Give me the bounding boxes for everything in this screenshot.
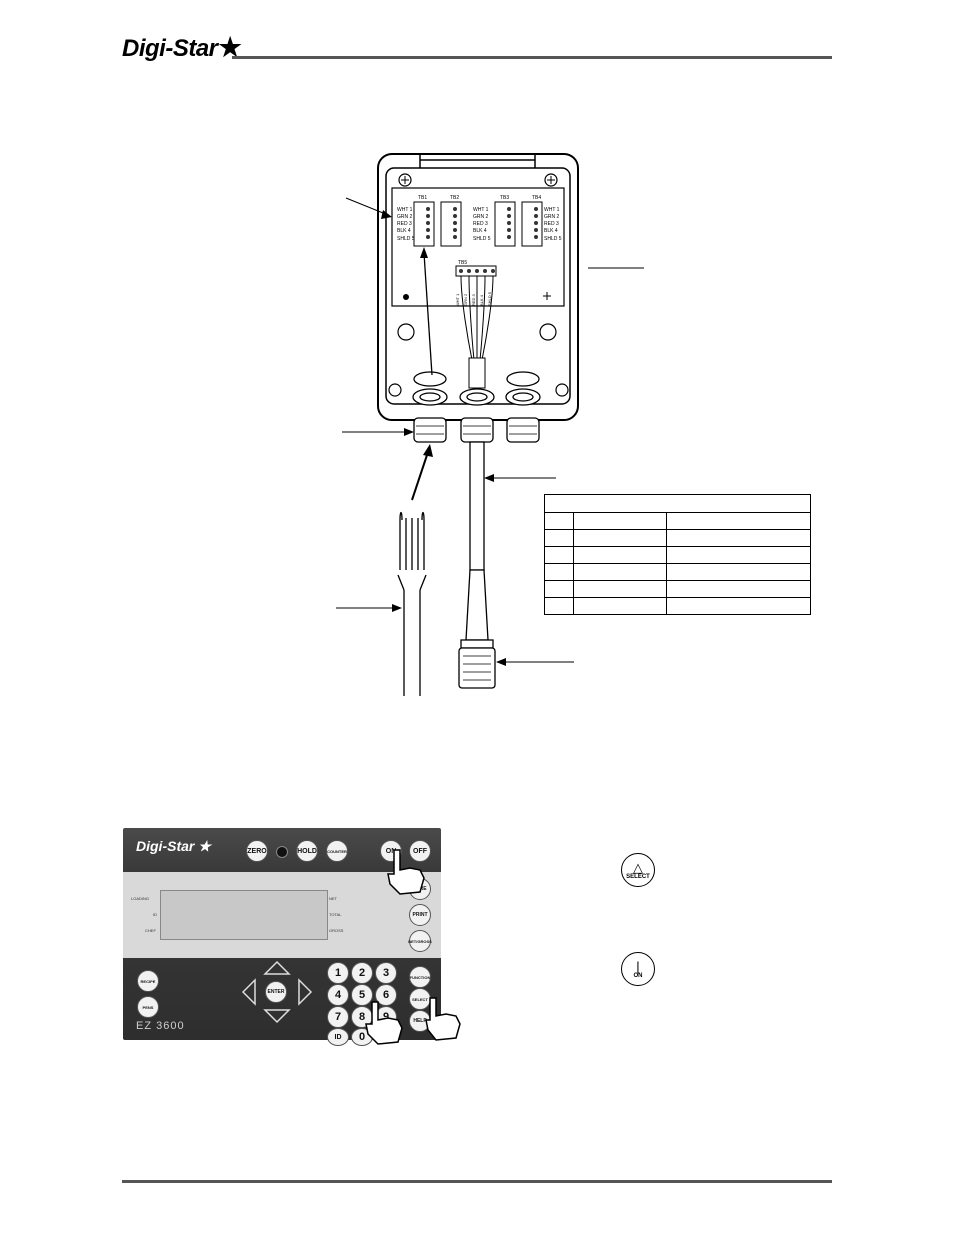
arrow-to-tb1 xyxy=(423,252,433,376)
recipe-key[interactable]: RECIPE xyxy=(137,970,159,992)
key-5[interactable]: 5 xyxy=(351,984,373,1006)
table-row xyxy=(544,580,811,598)
svg-text:RED 3: RED 3 xyxy=(471,293,476,306)
svg-text:SHLD 5: SHLD 5 xyxy=(473,236,491,242)
cable-glands xyxy=(412,371,541,443)
svg-text:WHT 1: WHT 1 xyxy=(455,293,460,306)
footer-rule xyxy=(122,1180,832,1183)
wire-labels-right: WHT 1 GRN 2 RED 3 BLK 4 SHLD 5 xyxy=(544,207,562,242)
terminal-block-tb2 xyxy=(440,201,462,247)
svg-text:BLK 4: BLK 4 xyxy=(544,228,558,234)
lcd-display xyxy=(160,890,328,940)
customer-cable xyxy=(397,511,427,696)
load-cell-cable xyxy=(458,441,496,689)
print-key[interactable]: PRINT xyxy=(409,904,431,926)
svg-text:RED 3: RED 3 xyxy=(397,221,412,227)
pointing-hand-keypad-icon xyxy=(365,1001,403,1045)
label-tb5: TB5 xyxy=(458,260,467,266)
svg-text:GRN 2: GRN 2 xyxy=(397,214,413,220)
lcd-label-chef: CHEF xyxy=(145,928,156,933)
table-row xyxy=(544,597,811,615)
enter-key[interactable]: ENTER xyxy=(265,981,287,1003)
lcd-label-gross: GROSS xyxy=(329,928,344,933)
net-gross-key[interactable]: NET/GROSS xyxy=(408,930,432,952)
label-tb4: TB4 xyxy=(532,195,541,201)
ez3600-indicator: Digi-Star ★ ZERO HOLD COUNTER ON OFF LOA… xyxy=(123,828,441,1046)
tb5-wire-labels: WHT 1 GRN 2 RED 3 BLK 4 SHLD 5 xyxy=(455,291,492,306)
select-button-icon: △ SELECT xyxy=(621,853,655,887)
terminal-block-tb1 xyxy=(413,201,435,247)
svg-text:RED 3: RED 3 xyxy=(544,221,559,227)
svg-text:BLK 4: BLK 4 xyxy=(397,228,411,234)
svg-text:GRN 2: GRN 2 xyxy=(463,293,468,306)
svg-text:GRN 2: GRN 2 xyxy=(473,214,489,220)
junction-box-diagram: TB1 TB2 TB3 TB4 TB5 WHT 1 GRN 2 RED 3 BL… xyxy=(336,153,644,696)
function-key[interactable]: FUNCTION xyxy=(409,966,431,988)
key-3[interactable]: 3 xyxy=(375,962,397,984)
lcd-label-loading: LOADING xyxy=(131,896,150,901)
svg-text:GRN 2: GRN 2 xyxy=(544,214,560,220)
internal-wires xyxy=(460,275,494,389)
off-key[interactable]: OFF xyxy=(409,840,431,862)
key-7[interactable]: 7 xyxy=(327,1006,349,1028)
triangle-up-icon: △ xyxy=(633,859,643,875)
callout-lines xyxy=(336,197,644,663)
navigation-pad[interactable] xyxy=(241,960,313,1024)
lcd-label-total: TOTAL xyxy=(329,912,342,917)
on-button-icon: | ON xyxy=(621,952,655,986)
wire-labels-mid: WHT 1 GRN 2 RED 3 BLK 4 SHLD 5 xyxy=(473,207,491,242)
wiring-table-header xyxy=(544,494,811,513)
table-row xyxy=(544,529,811,547)
pointing-hand-on-icon xyxy=(387,849,425,895)
pens-key[interactable]: PENS xyxy=(137,996,159,1018)
logo-star-icon: ★ xyxy=(218,32,242,62)
table-row xyxy=(544,563,811,581)
label-tb2: TB2 xyxy=(450,195,459,201)
key-2[interactable]: 2 xyxy=(351,962,373,984)
counter-key[interactable]: COUNTER xyxy=(326,840,348,862)
lcd-label-net: NET xyxy=(329,896,337,901)
header-rule xyxy=(232,56,832,59)
svg-text:SHLD 5: SHLD 5 xyxy=(397,236,415,242)
hold-key[interactable]: HOLD xyxy=(296,840,318,862)
label-tb3: TB3 xyxy=(500,195,509,201)
terminal-screws xyxy=(426,207,538,273)
status-led xyxy=(276,846,288,858)
model-label: EZ 3600 xyxy=(136,1020,185,1032)
callout-arrowheads xyxy=(381,210,506,666)
wiring-table xyxy=(544,494,811,615)
terminal-block-tb3 xyxy=(494,201,516,247)
svg-text:WHT 1: WHT 1 xyxy=(544,207,560,213)
indicator-logo: Digi-Star ★ xyxy=(136,838,211,854)
lcd-label-id: ID xyxy=(153,912,157,917)
power-bar-icon: | xyxy=(636,958,640,974)
arrow-cable-to-gland xyxy=(411,451,429,501)
table-row xyxy=(544,512,811,530)
key-1[interactable]: 1 xyxy=(327,962,349,984)
svg-text:WHT 1: WHT 1 xyxy=(473,207,489,213)
enclosure-top-tab xyxy=(419,154,536,168)
zero-key[interactable]: ZERO xyxy=(246,840,268,862)
pointing-hand-select-icon xyxy=(425,997,461,1041)
key-4[interactable]: 4 xyxy=(327,984,349,1006)
svg-text:RED 3: RED 3 xyxy=(473,221,488,227)
svg-text:BLK 4: BLK 4 xyxy=(479,294,484,306)
board-hole xyxy=(403,294,409,300)
svg-text:SHLD 5: SHLD 5 xyxy=(487,291,492,306)
wire-labels-left: WHT 1 GRN 2 RED 3 BLK 4 SHLD 5 xyxy=(397,207,415,242)
svg-text:SHLD 5: SHLD 5 xyxy=(544,236,562,242)
svg-text:WHT 1: WHT 1 xyxy=(397,207,413,213)
table-row xyxy=(544,546,811,564)
key-6[interactable]: 6 xyxy=(375,984,397,1006)
svg-text:BLK 4: BLK 4 xyxy=(473,228,487,234)
logo-text: Digi-Star xyxy=(122,35,218,62)
terminal-block-tb4 xyxy=(521,201,543,247)
key-id[interactable]: ID xyxy=(327,1028,349,1046)
label-tb1: TB1 xyxy=(418,195,427,201)
digi-star-logo: Digi-Star★ xyxy=(122,32,242,63)
